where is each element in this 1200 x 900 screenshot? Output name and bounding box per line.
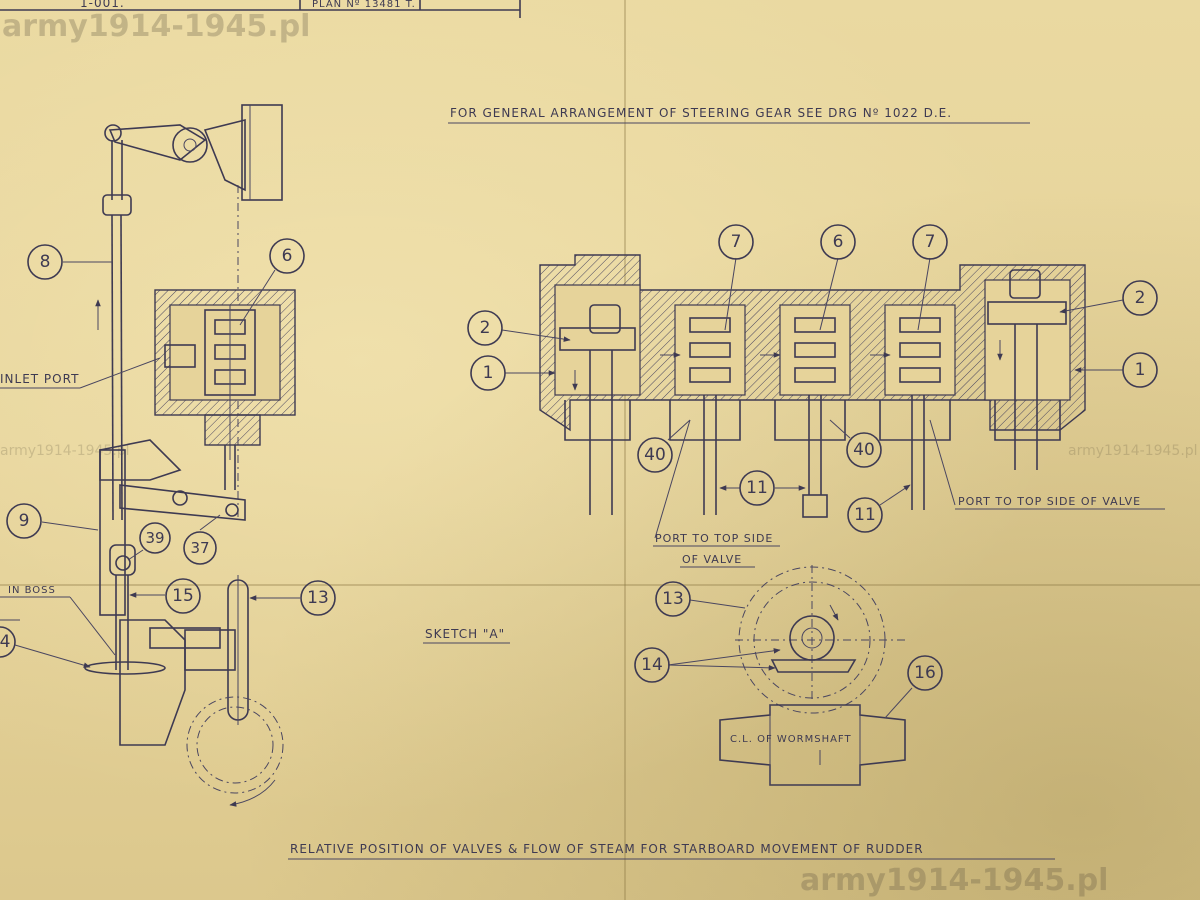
left-valve-gear-view: INLET PORT IN BOSS: [0, 104, 296, 807]
plan-number: PLAN Nº 13481 T.: [312, 0, 416, 10]
valve-2: [779, 304, 851, 518]
svg-text:6: 6: [282, 246, 293, 266]
watermark-top-left: army1914-1945.pl: [2, 9, 310, 44]
balloon-40-left: [637, 437, 673, 473]
valve-section-view: PORT TO TOP SIDE OF VALVE PORT TO TOP SI…: [539, 254, 1165, 568]
svg-text:2: 2: [1135, 288, 1146, 308]
port-note-left-1: PORT TO TOP SIDE: [655, 532, 773, 545]
svg-text:7: 7: [731, 232, 742, 252]
balloon-7-b: [912, 224, 948, 260]
svg-text:15: 15: [172, 586, 194, 606]
svg-text:2: 2: [480, 318, 491, 338]
svg-text:4: 4: [0, 632, 10, 652]
svg-text:14: 14: [641, 655, 663, 675]
valve-1: [674, 304, 746, 515]
balloon-9: [6, 503, 42, 539]
balloon-7-a: [718, 224, 754, 260]
balloon-13-left: [300, 580, 336, 616]
balloon-6-mid: [820, 224, 856, 260]
inlet-port-label: INLET PORT: [0, 372, 79, 386]
worm-shaft-label: C.L. OF WORMSHAFT: [730, 734, 852, 745]
balloon-1-right: [1122, 352, 1158, 388]
balloon-2-right: [1122, 280, 1158, 316]
title-block-ref: 1-001.: [80, 0, 125, 10]
balloon-37: [183, 531, 217, 565]
balloon-2-left: [467, 310, 503, 346]
balloon-13-sketch: [655, 581, 691, 617]
svg-text:40: 40: [644, 445, 666, 465]
balloon-6-left: [269, 238, 305, 274]
balloon-1-left: [470, 355, 506, 391]
left-balloons: 8 6 9 39 37 15 13 4: [0, 238, 336, 668]
svg-text:39: 39: [145, 529, 164, 547]
balloon-16: [907, 655, 943, 691]
port-note-left-2: OF VALVE: [682, 553, 742, 566]
in-boss-label: IN BOSS: [8, 585, 56, 596]
svg-text:13: 13: [307, 588, 329, 608]
svg-text:16: 16: [914, 663, 936, 683]
general-arrangement-note: FOR GENERAL ARRANGEMENT OF STEERING GEAR…: [450, 106, 952, 120]
balloon-40-right: [846, 432, 882, 468]
balloon-15: [165, 578, 201, 614]
section-balloons: 7 6 7 2 1 2 1 40 40 11 11: [467, 224, 1158, 533]
svg-text:8: 8: [40, 252, 51, 272]
svg-text:1: 1: [483, 363, 494, 383]
balloon-11-right: [847, 497, 883, 533]
sketch-a: SKETCH "A" C.L. OF WORMSHAFT: [423, 565, 906, 786]
port-note-right: PORT TO TOP SIDE OF VALVE: [958, 495, 1141, 508]
svg-text:37: 37: [190, 539, 209, 557]
sketch-a-label: SKETCH "A": [425, 627, 505, 641]
svg-text:40: 40: [853, 440, 875, 460]
balloon-11-mid: [739, 470, 775, 506]
relative-position-caption: RELATIVE POSITION OF VALVES & FLOW OF ST…: [290, 842, 924, 856]
svg-text:13: 13: [662, 589, 684, 609]
balloon-4: [0, 626, 16, 658]
watermark-mid-right: army1914-1945.pl: [1068, 443, 1198, 459]
valve-3: [884, 304, 956, 510]
balloon-8: [27, 244, 63, 280]
svg-text:1: 1: [1135, 360, 1146, 380]
watermark-bottom-right: army1914-1945.pl: [800, 863, 1108, 898]
svg-text:11: 11: [854, 505, 876, 525]
balloon-39: [139, 522, 171, 554]
svg-text:11: 11: [746, 478, 768, 498]
svg-text:7: 7: [925, 232, 936, 252]
watermark-mid-left: army1914-1945.pl: [0, 443, 130, 459]
title-block: 1-001. PLAN Nº 13481 T.: [0, 0, 521, 18]
svg-text:9: 9: [19, 511, 30, 531]
svg-text:6: 6: [833, 232, 844, 252]
sketch-balloons: 13 14 16: [634, 581, 943, 719]
balloon-14: [634, 647, 670, 683]
